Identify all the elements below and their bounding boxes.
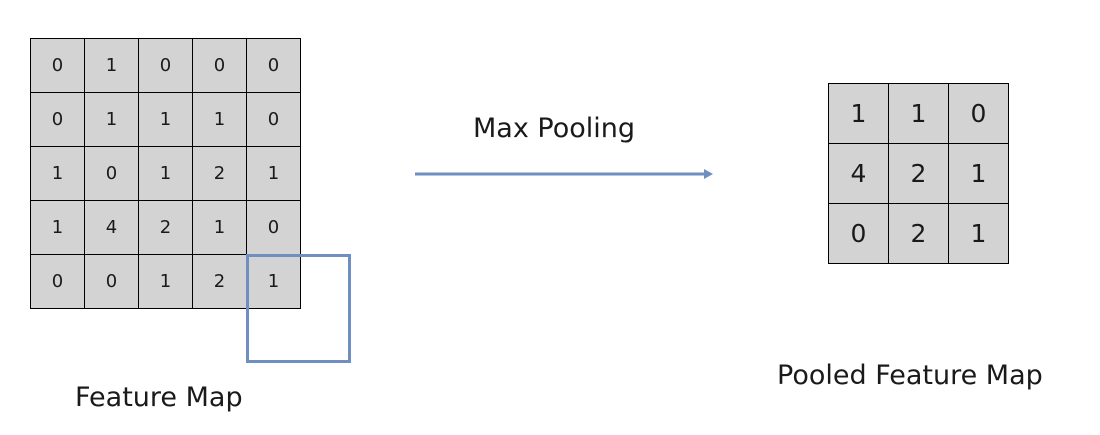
- feature-map-cell: 2: [193, 255, 246, 308]
- feature-map-cell: 1: [85, 93, 138, 146]
- feature-map-cell: 0: [193, 39, 246, 92]
- pooled-map-cell: 4: [829, 144, 888, 203]
- feature-map-cell: 0: [85, 147, 138, 200]
- pooled-map-cell: 1: [829, 84, 888, 143]
- feature-map-cell: 2: [193, 147, 246, 200]
- feature-map-cell: 1: [247, 255, 300, 308]
- feature-map-cell: 1: [139, 255, 192, 308]
- feature-map-cell: 1: [247, 147, 300, 200]
- feature-map-cell: 4: [85, 201, 138, 254]
- feature-map-cell: 1: [85, 39, 138, 92]
- pooled-map-cell: 0: [949, 84, 1008, 143]
- pooled-map-cell: 1: [889, 84, 948, 143]
- feature-map-cell: 0: [31, 255, 84, 308]
- feature-map-cell: 1: [31, 201, 84, 254]
- operation-label: Max Pooling: [473, 113, 636, 144]
- feature-map-cell: 1: [193, 201, 246, 254]
- feature-map-cell: 0: [247, 93, 300, 146]
- pooled-map-cell: 1: [949, 204, 1008, 263]
- feature-map-cell: 0: [85, 255, 138, 308]
- feature-map-cell: 0: [247, 201, 300, 254]
- arrow-icon: [415, 169, 713, 179]
- feature-map-cell: 1: [31, 147, 84, 200]
- feature-map-cell: 0: [31, 93, 84, 146]
- feature-map-cell: 0: [247, 39, 300, 92]
- feature-map-cell: 1: [139, 93, 192, 146]
- pooled-map-cell: 2: [889, 204, 948, 263]
- feature-map-cell: 2: [139, 201, 192, 254]
- feature-map-cell: 1: [193, 93, 246, 146]
- pooled-map-cell: 0: [829, 204, 888, 263]
- feature-map-cell: 0: [31, 39, 84, 92]
- feature-map-label: Feature Map: [75, 382, 243, 413]
- pooled-feature-map-label: Pooled Feature Map: [777, 360, 1043, 391]
- pooling-window: [246, 254, 351, 363]
- feature-map-cell: 1: [139, 147, 192, 200]
- feature-map-cell: 0: [139, 39, 192, 92]
- pooled-map-cell: 2: [889, 144, 948, 203]
- pooled-map-cell: 1: [949, 144, 1008, 203]
